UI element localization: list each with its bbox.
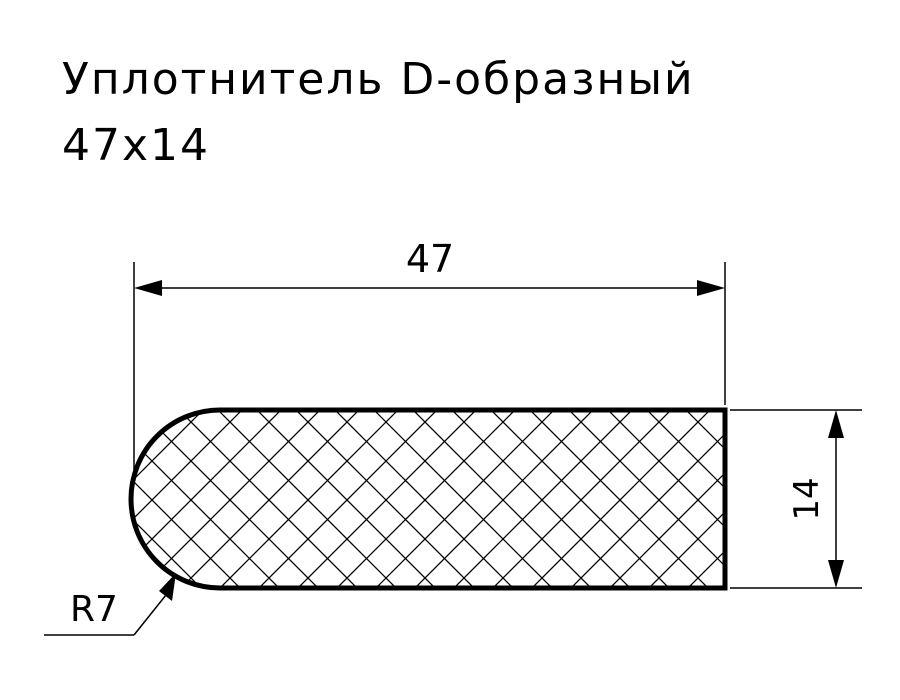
height-dimension: 14: [730, 409, 862, 589]
hatch-line: [251, 410, 443, 588]
hatch-line: [290, 410, 482, 588]
width-arrow-left-icon: [134, 280, 162, 296]
hatch-line: [837, 405, 900, 595]
hatch-line: [0, 405, 130, 595]
hatch-line: [876, 405, 900, 595]
hatch-line: [131, 410, 209, 588]
hatch-line: [173, 410, 365, 588]
hatch-line: [134, 410, 326, 588]
hatch-line: [131, 410, 209, 588]
hatch-line: [368, 410, 560, 588]
hatch-line: [602, 410, 725, 588]
hatch-line: [680, 410, 725, 588]
radius-arrow-icon: [159, 573, 176, 601]
height-label: 14: [787, 477, 827, 520]
hatch-line: [446, 410, 638, 588]
radius-leader-line: [133, 594, 167, 636]
height-arrow-top-icon: [828, 410, 844, 438]
hatch-line: [131, 410, 170, 588]
hatch-line: [680, 410, 725, 588]
hatch-line: [563, 410, 725, 588]
width-label: 47: [406, 237, 454, 281]
hatch-line: [876, 405, 900, 595]
hatch-line: [212, 410, 404, 588]
hatch-line: [407, 410, 599, 588]
hatch-line: [131, 410, 287, 588]
radius-callout: R7: [44, 573, 176, 636]
height-arrow-bottom-icon: [828, 560, 844, 588]
hatch-line: [524, 410, 716, 588]
width-dimension: 47: [133, 237, 726, 482]
seal-profile-outline: [128, 407, 728, 591]
hatch-line: [131, 410, 170, 588]
hatch-line: [837, 405, 900, 595]
hatch-line: [485, 410, 677, 588]
drawing-title: Уплотнитель D-образный: [62, 54, 695, 105]
width-arrow-right-icon: [697, 280, 725, 296]
drawing-size: 47x14: [62, 120, 211, 171]
radius-label: R7: [70, 589, 118, 630]
hatch-line: [0, 405, 130, 595]
hatch-line: [641, 410, 725, 588]
section-hatching: [0, 405, 900, 595]
hatch-line: [131, 410, 248, 588]
hatch-line: [641, 410, 725, 588]
hatch-line: [329, 410, 521, 588]
